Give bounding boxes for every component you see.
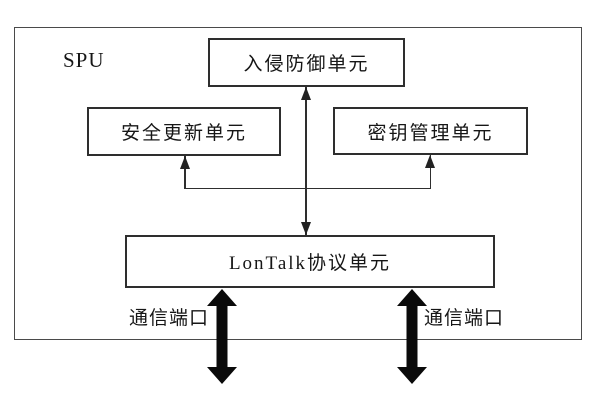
- connector-horizontal-bus: [184, 187, 431, 190]
- comm-port-label-right: 通信端口: [424, 308, 505, 329]
- arrowhead-up-icon: [300, 87, 311, 100]
- comm-port-label-left: 通信端口: [129, 308, 210, 329]
- connector-branch-left: [184, 156, 186, 189]
- comm-port-double-arrow-icon: [397, 289, 427, 384]
- intrusion-prevention-unit-box: 入侵防御单元: [208, 38, 405, 87]
- security-update-unit-box: 安全更新单元: [87, 107, 281, 156]
- arrowhead-up-icon: [179, 156, 190, 169]
- connector-center-vertical: [305, 87, 307, 235]
- connector-branch-right: [429, 155, 432, 189]
- lontalk-protocol-unit-box: LonTalk协议单元: [125, 235, 495, 288]
- arrowhead-up-icon: [425, 155, 435, 168]
- lontalk-protocol-unit-label: LonTalk协议单元: [228, 253, 392, 274]
- spu-frame-label: SPU: [63, 48, 105, 72]
- comm-port-double-arrow-icon: [207, 289, 237, 384]
- security-update-unit-label: 安全更新单元: [120, 123, 247, 144]
- key-management-unit-box: 密钥管理单元: [333, 107, 528, 155]
- intrusion-prevention-unit-label: 入侵防御单元: [243, 54, 370, 75]
- key-management-unit-label: 密钥管理单元: [367, 122, 494, 144]
- arrowhead-down-icon: [300, 222, 311, 235]
